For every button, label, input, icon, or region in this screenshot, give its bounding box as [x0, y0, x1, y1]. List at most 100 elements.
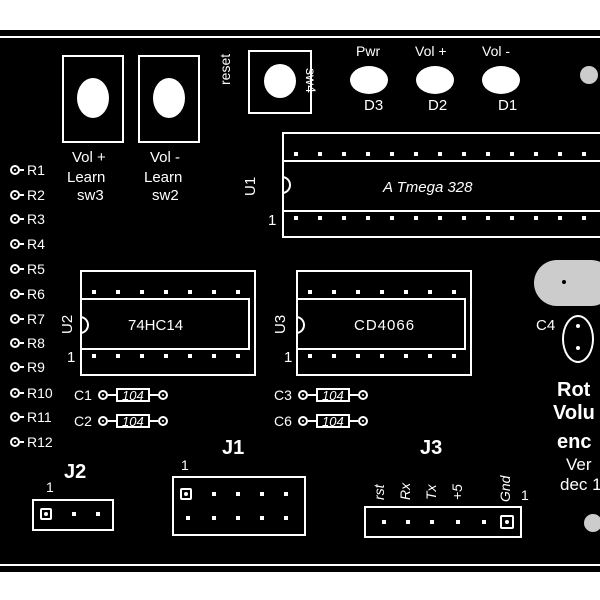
- u3-pin: [356, 290, 360, 294]
- u2-pin: [164, 290, 168, 294]
- u1-pin: [414, 216, 418, 220]
- j2-pin: [96, 512, 100, 516]
- u2-pin: [188, 290, 192, 294]
- capacitor-pad: [157, 390, 168, 400]
- switch-sw3-label-1: Vol +: [72, 149, 106, 166]
- u3-pin: [428, 290, 432, 294]
- u1-pin: [438, 216, 442, 220]
- u1-pin: [486, 216, 490, 220]
- u3-pin1: 1: [284, 349, 293, 366]
- j3-pin-label-rst: rst: [371, 484, 387, 500]
- u2-pin: [212, 290, 216, 294]
- resistor-pad: [10, 239, 20, 249]
- resistor-r11: R11: [0, 409, 52, 425]
- u2-ref: U2: [59, 314, 76, 334]
- resistor-r5: R5: [0, 261, 45, 277]
- switch-sw4-ref: sw4: [303, 68, 319, 93]
- board-version: Ver: [566, 455, 592, 474]
- resistor-r4: R4: [0, 236, 45, 252]
- u1-pin: [486, 152, 490, 156]
- j3-pin-label-5v: +5: [449, 484, 465, 500]
- crystal-pin: [562, 280, 566, 284]
- resistor-pad: [10, 437, 20, 447]
- u2-pin: [140, 290, 144, 294]
- switch-sw4-outline: [248, 50, 312, 114]
- j2-pin-1: [40, 508, 52, 520]
- resistor-pad: [10, 190, 20, 200]
- c4-ref: C4: [536, 317, 556, 334]
- switch-sw3-ref: sw3: [77, 187, 104, 204]
- capacitor-label: C6: [274, 413, 292, 429]
- u1-part: A Tmega 328: [383, 179, 473, 196]
- resistor-pad: [10, 388, 20, 398]
- resistor-r10: R10: [0, 385, 53, 401]
- capacitor-value: 104: [116, 414, 150, 428]
- resistor-r3: R3: [0, 211, 45, 227]
- resistor-label: R5: [27, 261, 45, 277]
- led-d3-label: Pwr: [356, 43, 381, 59]
- u1-pin: [462, 152, 466, 156]
- capacitor-label: C3: [274, 387, 292, 403]
- mounting-hole-top: [580, 66, 598, 84]
- switch-sw2-label-1: Vol -: [150, 149, 181, 166]
- resistor-label: R4: [27, 236, 45, 252]
- u3-pin: [332, 290, 336, 294]
- switch-sw3-label-2: Learn: [67, 169, 106, 186]
- resistor-r9: R9: [0, 359, 45, 375]
- j1-pin: [212, 516, 216, 520]
- resistor-r1: R1: [0, 162, 45, 178]
- led-d2: [416, 66, 454, 94]
- j3-pin-1: [500, 515, 514, 529]
- capacitor-label: C1: [74, 387, 92, 403]
- u1-pin: [582, 152, 586, 156]
- capacitor-c1: C1 104: [74, 387, 168, 403]
- u3-pin: [380, 354, 384, 358]
- u1-pin: [582, 216, 586, 220]
- j1-pin: [260, 516, 264, 520]
- u2-body: [80, 298, 250, 350]
- j3-pin1: 1: [521, 487, 529, 503]
- j3-pin: [382, 520, 386, 524]
- j3-pin: [456, 520, 460, 524]
- j1-pin: [212, 492, 216, 496]
- j1-pin: [260, 492, 264, 496]
- resistor-label: R10: [27, 385, 53, 401]
- u1-pin: [366, 216, 370, 220]
- capacitor-value: 104: [116, 388, 150, 402]
- u2-part: 74HC14: [128, 317, 184, 334]
- switch-sw2-ref: sw2: [152, 187, 179, 204]
- switch-sw3-pad: [77, 78, 109, 118]
- j1-pin1: 1: [181, 457, 189, 473]
- u1-pin: [318, 216, 322, 220]
- u3-pin: [452, 354, 456, 358]
- j3-pin-label-tx: Tx: [423, 484, 439, 500]
- u1-pin: [294, 152, 298, 156]
- resistor-label: R2: [27, 187, 45, 203]
- j1-pin: [284, 492, 288, 496]
- j1-pin: [236, 492, 240, 496]
- board-title-line-2: Volu: [553, 402, 595, 424]
- switch-sw2-label-2: Learn: [144, 169, 183, 186]
- u1-pin: [390, 216, 394, 220]
- u1-pin: [318, 152, 322, 156]
- u3-ref: U3: [272, 314, 289, 334]
- resistor-pad: [10, 289, 20, 299]
- u2-pin: [188, 354, 192, 358]
- u1-ref: U1: [242, 176, 259, 196]
- resistor-label: R8: [27, 335, 45, 351]
- u3-pin: [308, 354, 312, 358]
- resistor-pad: [10, 165, 20, 175]
- j1-ref: J1: [222, 437, 245, 459]
- u1-pin: [366, 152, 370, 156]
- u2-pin: [236, 290, 240, 294]
- u2-pin1: 1: [67, 349, 76, 366]
- mounting-hole-bottom: [584, 514, 600, 532]
- c4-pin: [576, 324, 580, 328]
- pcb-board: [0, 30, 600, 572]
- resistor-label: R1: [27, 162, 45, 178]
- j2-pin: [72, 512, 76, 516]
- j3-pin-label-gnd: Gnd: [497, 475, 513, 502]
- switch-sw2-pad: [153, 78, 185, 118]
- u2-pin: [116, 290, 120, 294]
- j1-header: [172, 476, 306, 536]
